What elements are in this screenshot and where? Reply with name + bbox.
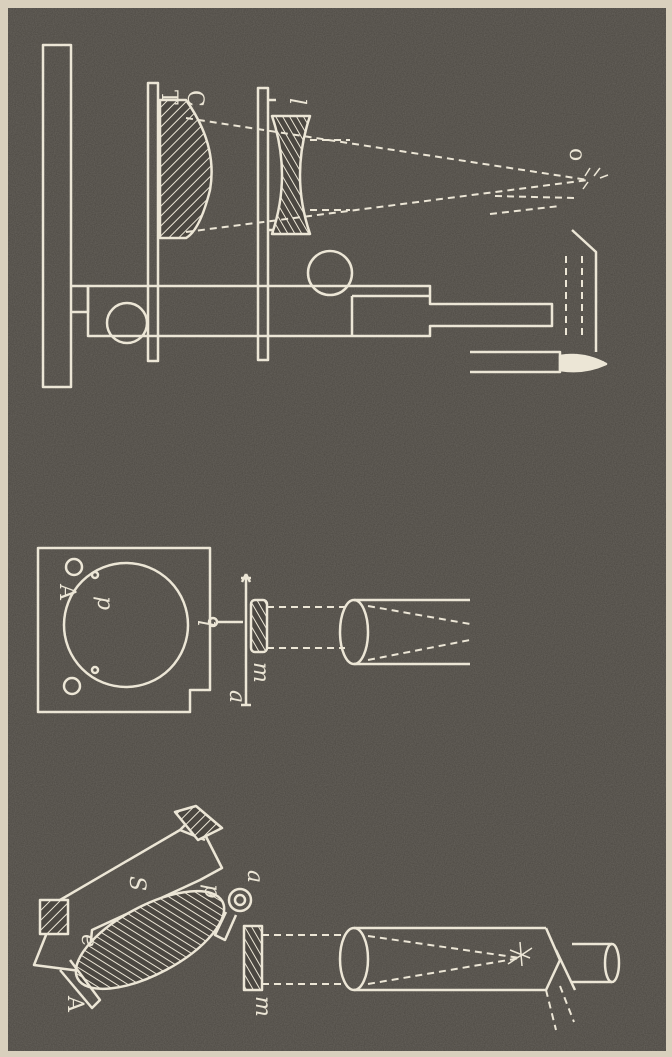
label-m-bottom: m bbox=[250, 996, 275, 1017]
eyepiece bbox=[554, 942, 612, 991]
label-o: o bbox=[564, 148, 589, 161]
figure-middle-light-rays bbox=[267, 605, 471, 661]
draw-tube bbox=[86, 284, 554, 338]
label-A-bottom: A bbox=[62, 995, 87, 1013]
label-T: T bbox=[156, 90, 181, 105]
mirror-m bbox=[249, 598, 269, 654]
figure-middle-stage-plan bbox=[36, 546, 470, 714]
figure-top-light-rays bbox=[185, 117, 589, 340]
label-a-bottom: a bbox=[242, 870, 267, 883]
label-a-middle: a bbox=[224, 690, 249, 703]
label-C: C bbox=[182, 90, 207, 107]
lens-S bbox=[74, 889, 226, 991]
base-plate bbox=[41, 43, 73, 389]
lamp-flame bbox=[558, 353, 608, 373]
middle-tube bbox=[354, 598, 470, 666]
label-p-bottom: p bbox=[199, 884, 224, 898]
hinge-a bbox=[227, 887, 253, 913]
figure-bottom-mirror-apparatus bbox=[32, 804, 621, 1010]
label-l-top: l bbox=[284, 98, 309, 105]
stage-disc-p bbox=[62, 561, 190, 689]
coarse-knob bbox=[306, 249, 354, 297]
mirror-m-bottom bbox=[242, 924, 264, 992]
label-l-middle: l bbox=[192, 620, 217, 627]
label-p-middle: p bbox=[92, 596, 117, 610]
figure-bottom-light-rays bbox=[262, 934, 575, 1031]
axis-rod-a bbox=[216, 576, 251, 707]
label-e: e bbox=[76, 934, 101, 947]
concave-lens-l bbox=[270, 114, 312, 236]
stage-plate bbox=[146, 81, 160, 363]
upright-support bbox=[256, 86, 270, 362]
label-A-middle: A bbox=[54, 583, 79, 601]
label-m-middle: m bbox=[248, 662, 273, 683]
label-S: S bbox=[124, 876, 149, 891]
stage-outline bbox=[36, 546, 212, 714]
